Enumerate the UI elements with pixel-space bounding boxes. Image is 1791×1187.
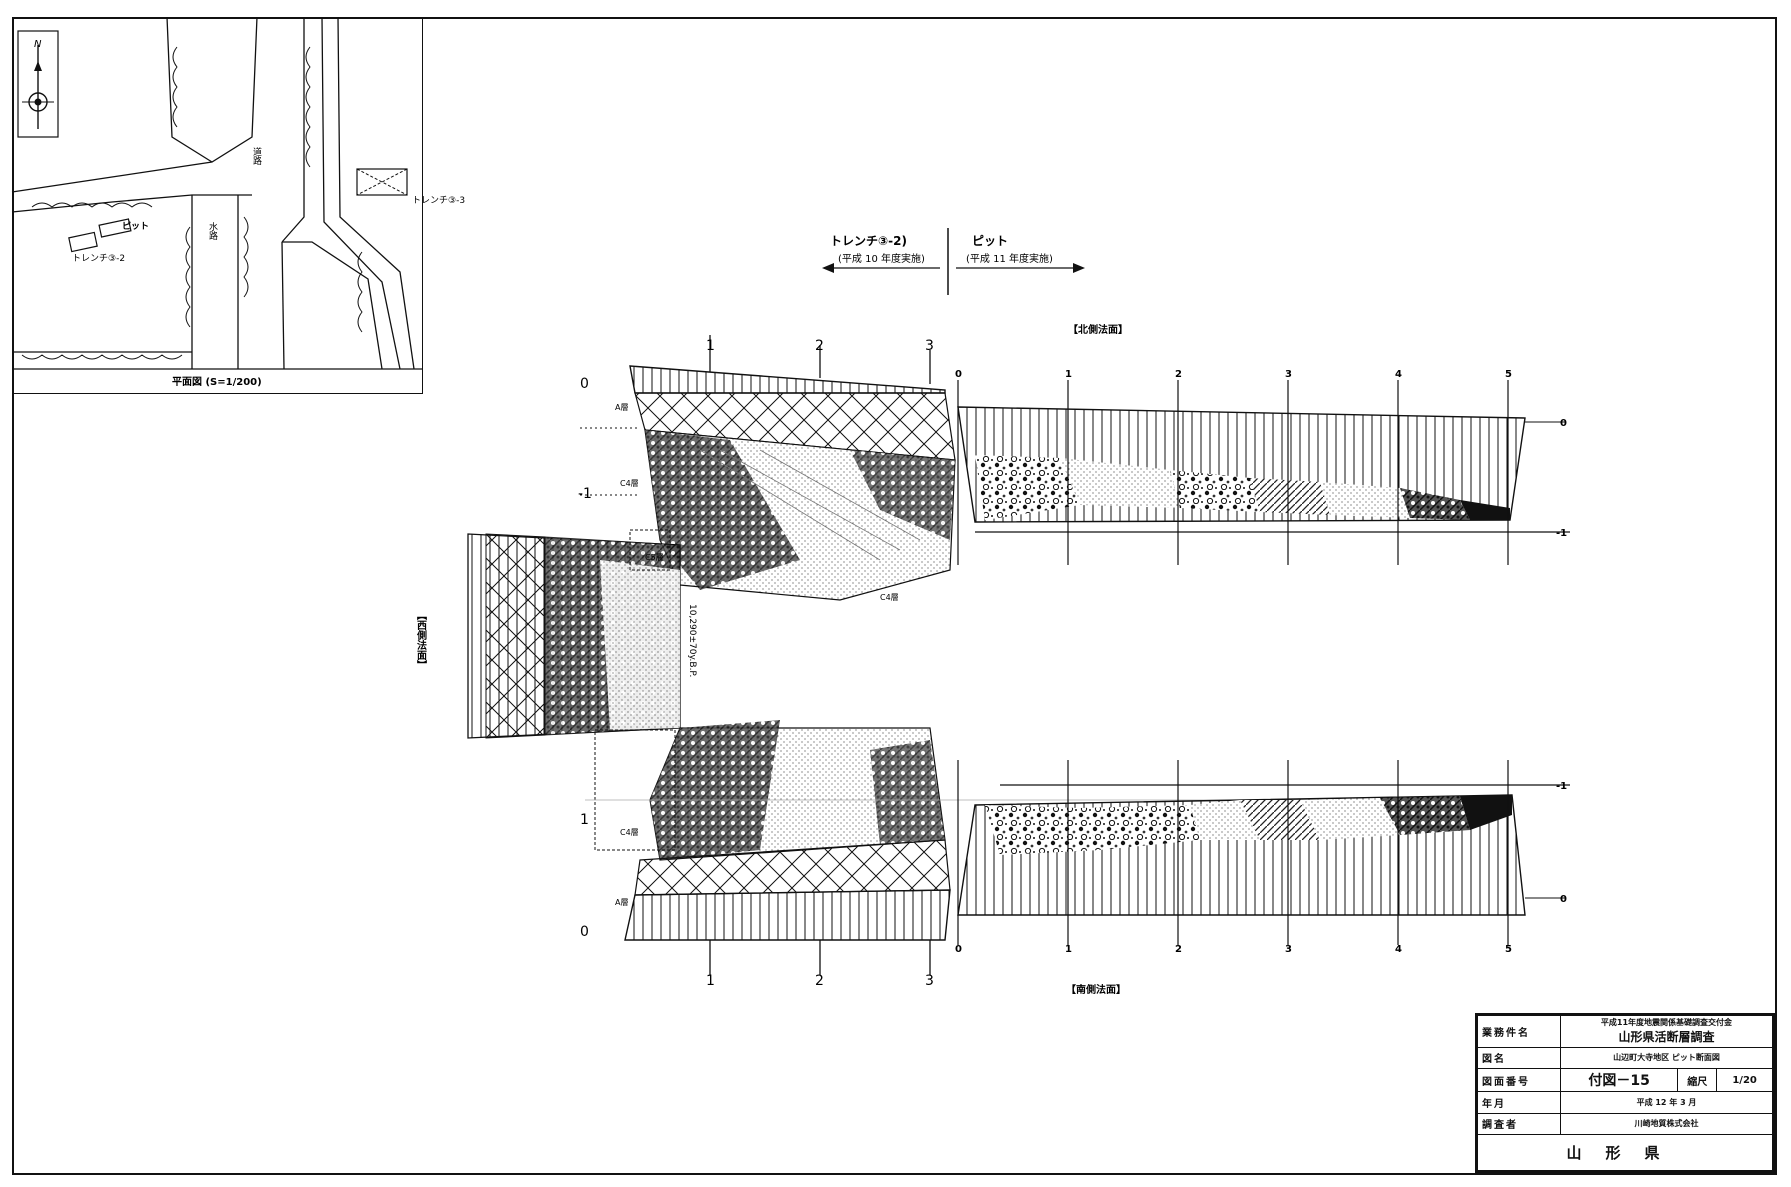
trench-2-outline xyxy=(68,231,98,253)
embankment-marks xyxy=(21,46,363,360)
svg-text:3: 3 xyxy=(925,338,934,354)
scale-label: 縮尺 xyxy=(1677,1068,1718,1093)
north-face-label: 【北側法面】 xyxy=(1068,323,1128,336)
pit-title: ピット xyxy=(972,234,1008,248)
plan-caption: 平面図 (S=1/200) xyxy=(172,376,262,388)
trench-section-lower xyxy=(585,720,1500,941)
svg-text:1: 1 xyxy=(706,973,715,989)
svg-text:0: 0 xyxy=(955,369,962,380)
pit-section-lower xyxy=(957,784,1570,916)
project-name: 平成11年度地震関係基礎調査交付金 山形県活断層調査 xyxy=(1560,1015,1773,1048)
depth-1-bottom: 1 xyxy=(580,812,589,828)
pit-depth-minus1-bottom: -1 xyxy=(1556,781,1567,792)
trench-title: トレンチ③-2) xyxy=(830,234,907,248)
waterway-label: 水路 xyxy=(207,221,218,241)
layer-a-label-2: A層 xyxy=(615,898,628,907)
west-face-section xyxy=(467,529,681,739)
radiocarbon-date: 10,290±70y.B.P. xyxy=(687,604,697,677)
drawing-name: 山辺町大寺地区 ピット断面図 xyxy=(1560,1046,1773,1070)
trench-section-upper xyxy=(580,365,956,601)
depth-0-bottom: 0 xyxy=(580,924,589,940)
header-annotations: トレンチ③-2) (平成 10 年度実施) ピット (平成 11 年度実施) 【… xyxy=(415,228,1128,996)
svg-text:1: 1 xyxy=(1065,369,1072,380)
svg-text:1: 1 xyxy=(1065,944,1072,955)
surveyor-value: 川崎地質株式会社 xyxy=(1560,1112,1773,1135)
project-label: 業務件名 xyxy=(1477,1015,1561,1048)
trench-tick-labels: 1 2 3 1 2 3 0 -1 1 0 xyxy=(578,338,934,989)
plan-map-svg: N xyxy=(11,16,465,388)
svg-text:0: 0 xyxy=(955,944,962,955)
south-face-label: 【南側法面】 xyxy=(1066,983,1126,996)
svg-text:3: 3 xyxy=(1285,944,1292,955)
title-block: 業務件名 平成11年度地震関係基礎調査交付金 山形県活断層調査 図名 山辺町大寺… xyxy=(1475,1013,1775,1173)
svg-text:5: 5 xyxy=(1505,944,1512,955)
svg-text:4: 4 xyxy=(1395,369,1402,380)
svg-text:4: 4 xyxy=(1395,944,1402,955)
svg-text:2: 2 xyxy=(815,973,824,989)
svg-text:5: 5 xyxy=(1505,369,1512,380)
pit-depth-0-top: 0 xyxy=(1560,418,1567,429)
svg-text:2: 2 xyxy=(1175,944,1182,955)
plan-map: N xyxy=(11,16,465,394)
depth-minus1-top: -1 xyxy=(578,486,592,502)
pit-depth-0-bottom: 0 xyxy=(1560,894,1567,905)
layer-c4-label-2: C4層 xyxy=(880,593,899,602)
svg-text:1: 1 xyxy=(706,338,715,354)
pit-year: (平成 11 年度実施) xyxy=(966,252,1053,265)
north-arrow-icon xyxy=(17,30,59,138)
svg-text:3: 3 xyxy=(925,973,934,989)
trench-2-label: トレンチ③-2 xyxy=(72,253,125,264)
client-name: 山形県 xyxy=(1477,1133,1773,1172)
drawing-name-label: 図名 xyxy=(1477,1046,1561,1070)
layer-labels: A層 C4層 C5層 C4層 10,290±70y.B.P. A層 C4層 xyxy=(615,403,899,907)
depth-0-top: 0 xyxy=(580,376,589,392)
trench-year: (平成 10 年度実施) xyxy=(838,252,925,265)
pit-outline xyxy=(98,218,132,238)
pit-tick-labels: 0 1 2 3 4 5 0 1 2 3 4 5 0 -1 -1 0 xyxy=(955,369,1567,955)
layer-c4-label: C4層 xyxy=(620,479,639,488)
drawing-frame xyxy=(12,17,1777,1175)
pit-ticks xyxy=(957,380,1509,945)
svg-text:2: 2 xyxy=(1175,369,1182,380)
west-face-label: 【西側法面】 xyxy=(415,610,428,670)
road-label: 道路 xyxy=(251,146,262,166)
layer-c4-label-3: C4層 xyxy=(620,828,639,837)
pit-depth-minus1-top: -1 xyxy=(1556,528,1567,539)
plan-lines xyxy=(11,16,422,370)
svg-text:3: 3 xyxy=(1285,369,1292,380)
trench-ticks xyxy=(709,335,931,975)
surveyor-label: 調査者 xyxy=(1477,1112,1561,1135)
drawing-number: 付図－15 xyxy=(1559,1068,1679,1093)
svg-text:2: 2 xyxy=(815,338,824,354)
trench-3-outline xyxy=(356,168,408,196)
scale-value: 1/20 xyxy=(1716,1068,1773,1093)
date-value: 平成 12 年 3 月 xyxy=(1560,1091,1773,1114)
pit-label: ピット xyxy=(122,220,149,232)
layer-c5-label: C5層 xyxy=(645,553,664,562)
layer-a-label: A層 xyxy=(615,403,628,412)
date-label: 年月 xyxy=(1477,1091,1561,1114)
pit-section-upper xyxy=(957,406,1570,533)
trench-3-label: トレンチ③-3 xyxy=(412,195,465,206)
drawing-number-label: 図面番号 xyxy=(1477,1068,1561,1093)
north-label: N xyxy=(34,39,42,50)
